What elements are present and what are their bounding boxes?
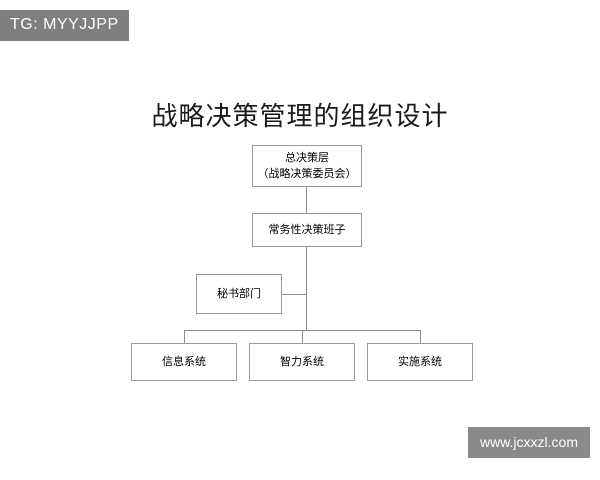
telegram-watermark-badge: TG: MYYJJPP [0, 10, 129, 41]
node-intelligence-system: 智力系统 [249, 343, 355, 381]
node-top-label-line1: 总决策层 [285, 151, 329, 165]
connector-top-to-standing [306, 187, 307, 213]
connector-trunk-to-secretary [282, 294, 306, 295]
node-impl-label: 实施系统 [398, 355, 442, 369]
node-secretariat: 秘书部门 [196, 274, 282, 314]
node-standing-decision-team: 常务性决策班子 [252, 213, 362, 247]
connector-bus-to-info [184, 330, 185, 343]
connector-standing-trunk [306, 247, 307, 330]
node-standing-label: 常务性决策班子 [268, 223, 346, 237]
connector-bus-to-impl [420, 330, 421, 343]
node-top-label-line2: （战略决策委员会） [257, 167, 357, 180]
connector-bus-to-intel [302, 330, 303, 343]
site-watermark-badge: www.jcxxzl.com [467, 427, 590, 458]
node-information-system: 信息系统 [131, 343, 237, 381]
node-implementation-system: 实施系统 [367, 343, 473, 381]
page-title: 战略决策管理的组织设计 [151, 102, 449, 132]
node-top-decision-layer: 总决策层 （战略决策委员会） [252, 145, 362, 187]
node-secretary-label: 秘书部门 [217, 287, 261, 301]
node-info-label: 信息系统 [162, 355, 206, 369]
node-intel-label: 智力系统 [280, 355, 324, 369]
